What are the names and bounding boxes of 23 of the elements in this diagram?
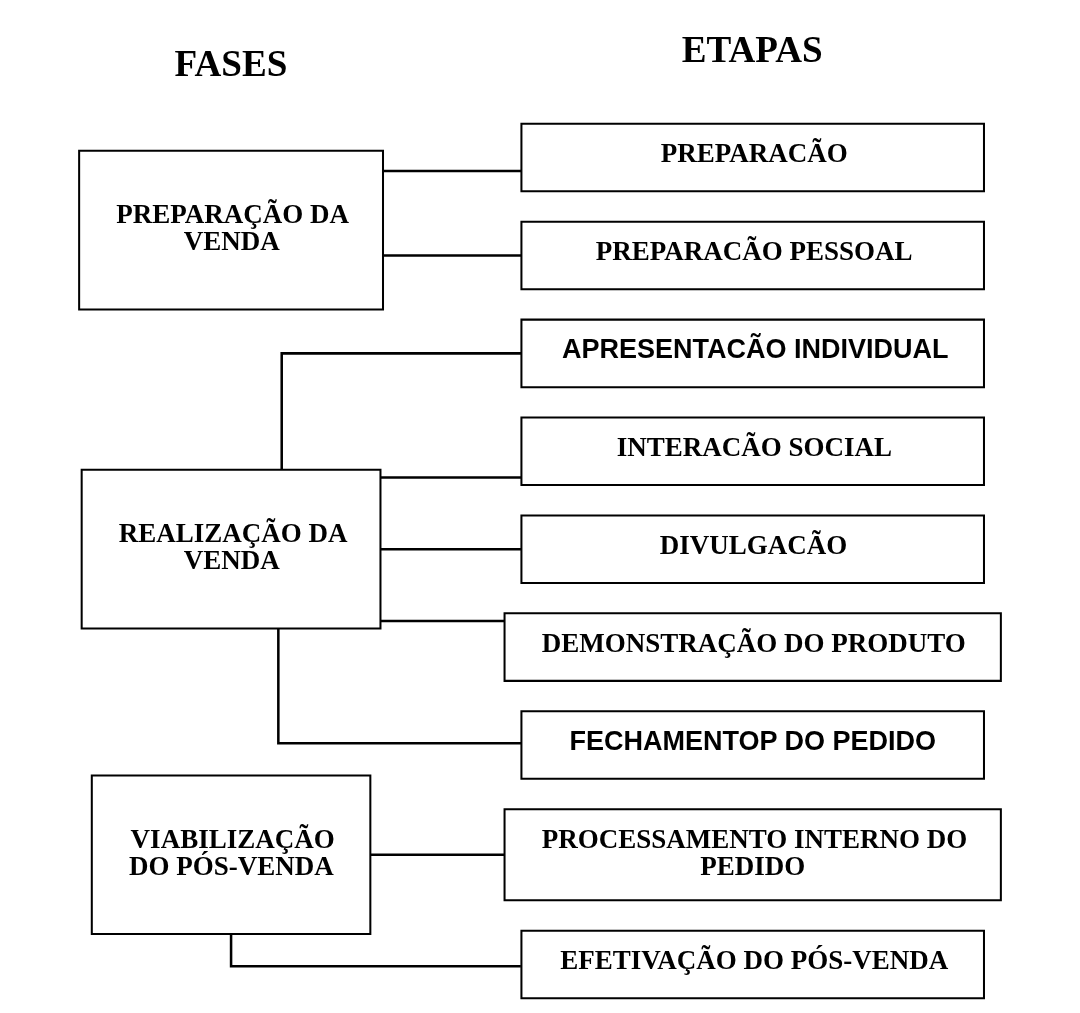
connector xyxy=(277,628,522,745)
node-box: PREPARACÃO xyxy=(520,122,985,192)
label: FASES xyxy=(174,42,288,84)
node-box: DEMONSTRAÇÃO DO PRODUTO xyxy=(503,611,1002,682)
label: ETAPAS xyxy=(681,28,823,70)
node-box: VIABILIZAÇÃO DO PÓS-VENDA xyxy=(90,773,372,935)
node-box: PROCESSAMENTO INTERNO DO PEDIDO xyxy=(503,807,1002,901)
node-box: EFETIVAÇÃO DO PÓS-VENDA xyxy=(520,929,985,999)
connector xyxy=(370,853,505,856)
connector xyxy=(280,351,522,470)
connector xyxy=(380,619,505,622)
node-box: FECHAMENTOP DO PEDIDO xyxy=(520,709,985,780)
connector xyxy=(380,547,521,550)
node-box: PREPARACÃO PESSOAL xyxy=(520,220,985,290)
connector xyxy=(380,475,521,479)
node-box: REALIZAÇÃO DA VENDA xyxy=(80,468,382,630)
connector xyxy=(383,253,522,257)
connector xyxy=(229,934,521,967)
node-box: INTERACÃO SOCIAL xyxy=(520,416,985,486)
node-box: APRESENTACÃO INDIVIDUAL xyxy=(520,318,985,388)
connector xyxy=(383,169,522,172)
node-box: PREPARAÇÃO DA VENDA xyxy=(78,149,384,310)
node-box: DIVULGACÃO xyxy=(520,513,985,584)
